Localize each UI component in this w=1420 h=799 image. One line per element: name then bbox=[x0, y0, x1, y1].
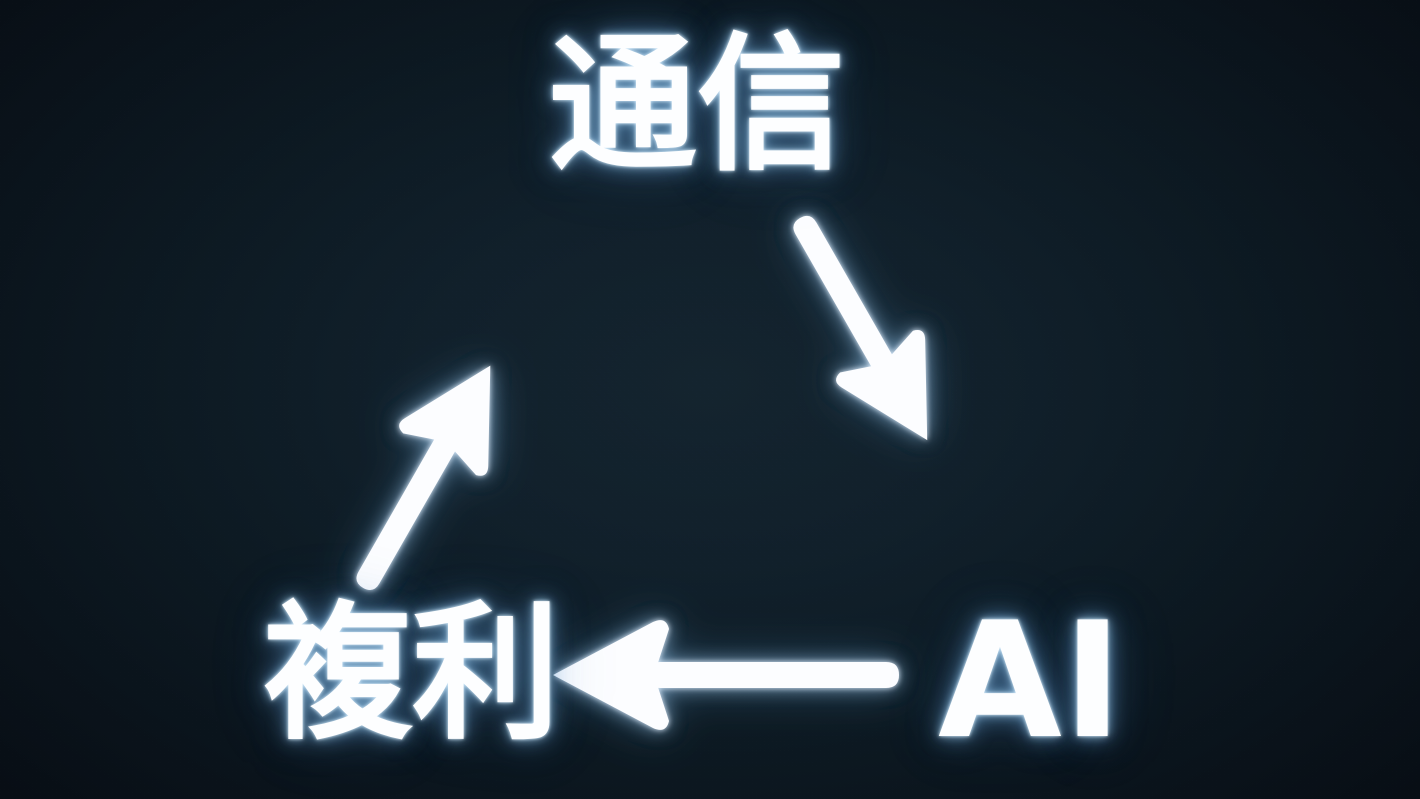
arrow-communication-to-ai bbox=[793, 215, 928, 441]
node-label-compound-interest: 複利 bbox=[264, 588, 560, 760]
arrow-compound-to-communication bbox=[356, 365, 491, 590]
node-label-ai: AI bbox=[938, 587, 1124, 774]
node-label-communication: 通信 bbox=[549, 19, 845, 191]
arrow-ai-to-compound bbox=[553, 620, 899, 730]
